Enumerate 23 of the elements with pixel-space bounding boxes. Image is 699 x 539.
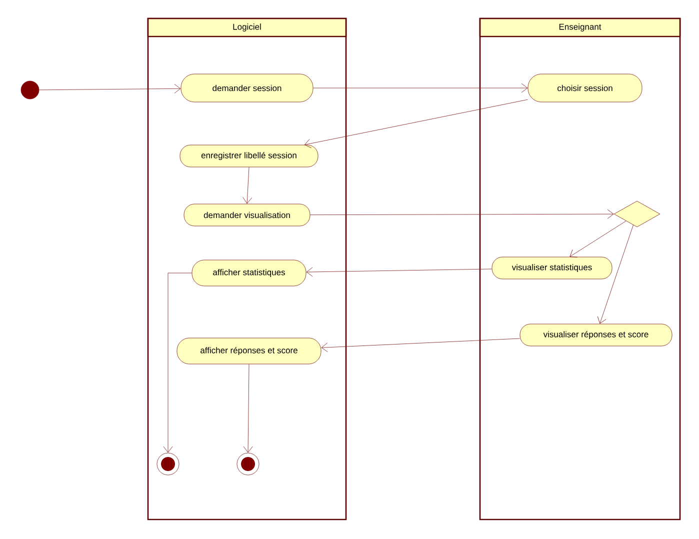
action-box: demander session — [180, 74, 314, 102]
action-box: afficher réponses et score — [176, 338, 322, 364]
action-box: visualiser statistiques — [492, 256, 612, 280]
arrow — [304, 99, 528, 148]
end-marker — [156, 452, 180, 476]
arrow — [242, 167, 252, 204]
arrow — [570, 220, 626, 258]
action-box: afficher statistiques — [192, 260, 306, 286]
end-marker — [236, 452, 260, 476]
start-dot — [20, 80, 40, 100]
arrow — [310, 209, 614, 219]
arrow — [313, 83, 528, 93]
arrow — [321, 338, 520, 352]
action-box: demander visualisation — [184, 204, 310, 226]
action-box: choisir session — [528, 74, 642, 102]
arrow — [39, 84, 181, 94]
arrow — [306, 267, 492, 277]
decision-diamond — [614, 200, 660, 228]
arrow — [163, 272, 192, 453]
arrow — [243, 364, 253, 453]
action-box: visualiser réponses et score — [520, 324, 672, 346]
action-box: enregistrer libellé session — [180, 144, 318, 168]
arrow — [597, 224, 634, 324]
